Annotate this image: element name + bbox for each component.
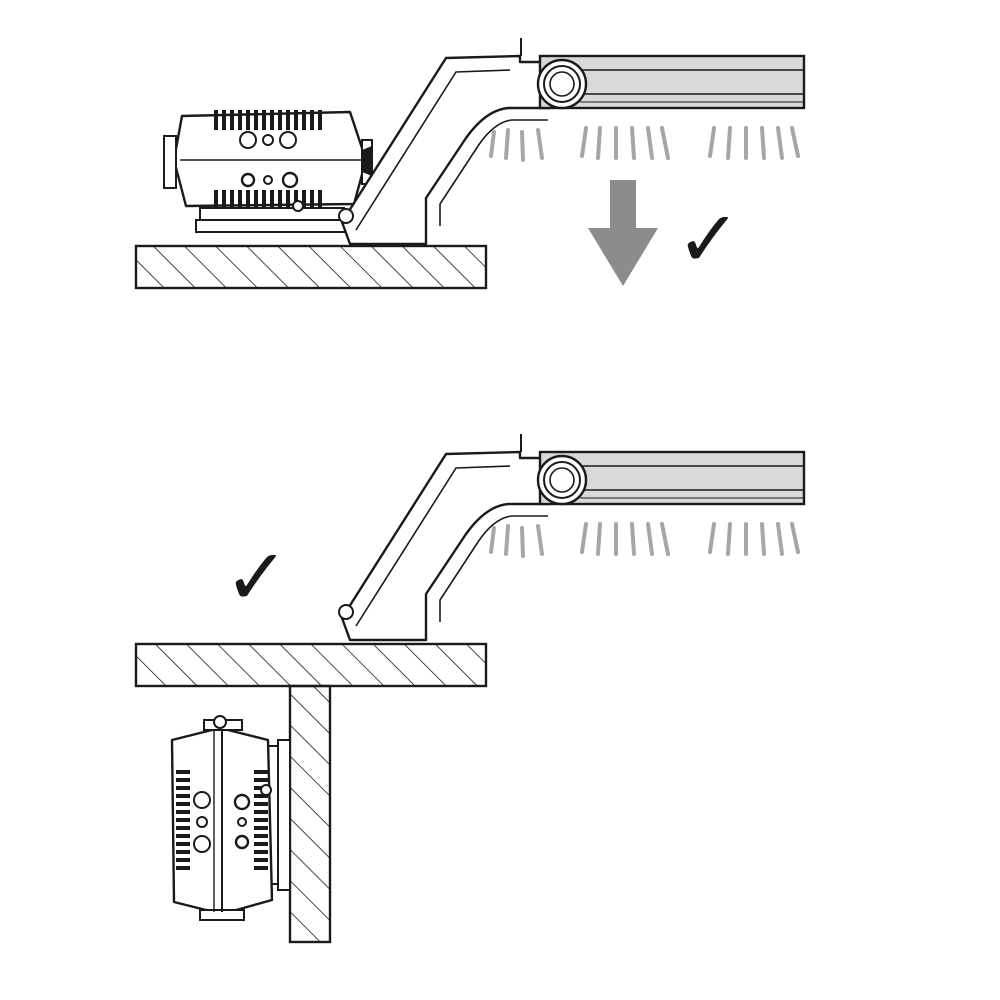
- mounting-surface: [134, 244, 488, 290]
- checkmark-icon: ✓: [224, 533, 289, 623]
- mounting-surface: [134, 642, 488, 688]
- driver-box: [170, 715, 291, 921]
- light-fixture: [337, 432, 806, 642]
- mounting-wall: [288, 684, 332, 944]
- panel-bottom: ✓: [134, 432, 806, 688]
- panel-top: ✓: [134, 36, 806, 290]
- down-arrow-icon: [588, 180, 658, 286]
- checkmark-icon: ✓: [676, 195, 741, 285]
